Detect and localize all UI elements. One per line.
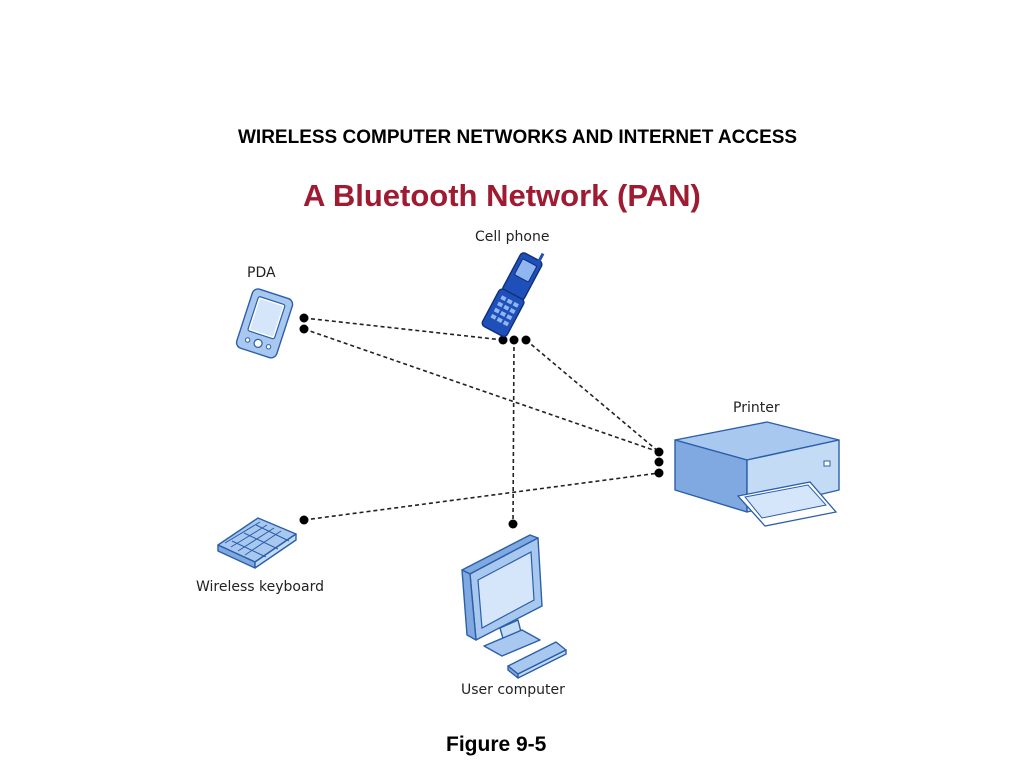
- slide-header: WIRELESS COMPUTER NETWORKS AND INTERNET …: [238, 127, 798, 148]
- node-printer-1: [654, 447, 664, 457]
- node-phone-2: [509, 335, 519, 345]
- cell-phone-label: Cell phone: [475, 229, 550, 245]
- user-computer-icon: [461, 534, 567, 679]
- wireless-keyboard-icon: [217, 517, 297, 569]
- link-phone-computer: [512, 339, 515, 525]
- figure-caption: Figure 9-5: [446, 733, 547, 756]
- link-keyboard-printer: [303, 472, 660, 521]
- user-computer-label: User computer: [461, 682, 565, 698]
- node-computer: [508, 519, 518, 529]
- pda-icon: [235, 288, 294, 359]
- link-phone-printer: [525, 339, 660, 453]
- node-pda-1: [299, 313, 309, 323]
- node-phone-1: [498, 335, 508, 345]
- slide-title: A Bluetooth Network (PAN): [303, 178, 701, 213]
- connection-nodes: [299, 313, 664, 529]
- node-pda-2: [299, 324, 309, 334]
- wireless-keyboard-label: Wireless keyboard: [196, 579, 324, 595]
- node-printer-3: [654, 468, 664, 478]
- node-printer-2: [654, 457, 664, 467]
- connection-links: [303, 317, 660, 525]
- link-pda-printer: [303, 328, 660, 453]
- printer-icon: [674, 421, 840, 527]
- node-keyboard: [299, 515, 309, 525]
- printer-label: Printer: [733, 400, 780, 416]
- link-pda-phone: [303, 317, 504, 341]
- pda-label: PDA: [247, 265, 276, 281]
- node-phone-3: [521, 335, 531, 345]
- cell-phone-icon: [481, 252, 545, 338]
